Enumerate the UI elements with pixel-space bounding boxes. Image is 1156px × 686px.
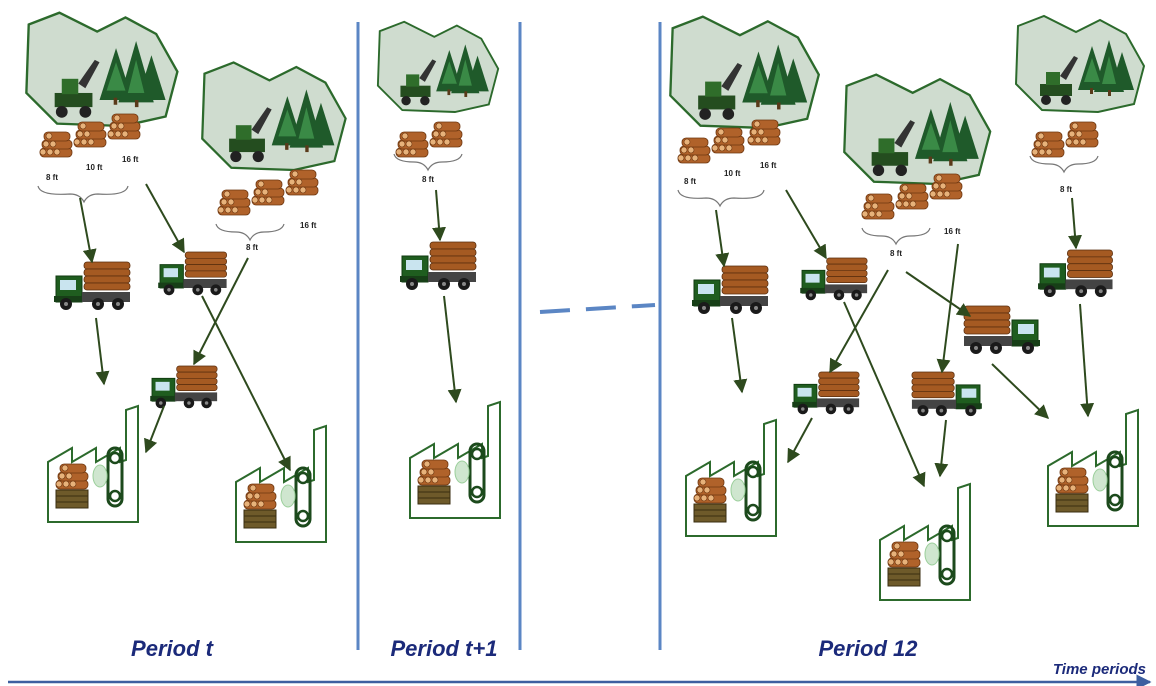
forest-harvest-icon bbox=[669, 15, 820, 130]
log-pile-icon bbox=[429, 121, 463, 148]
sawmill-icon bbox=[686, 420, 776, 536]
log-pile-icon bbox=[747, 119, 781, 146]
length-label: 8 ft bbox=[46, 173, 58, 182]
log-pile-icon bbox=[39, 131, 73, 158]
forest-harvest-icon bbox=[201, 61, 347, 172]
sawmill-icon bbox=[880, 484, 970, 600]
log-pile-icon bbox=[711, 127, 745, 154]
time-axis-label: Time periods bbox=[1053, 661, 1146, 678]
sawmill-icon bbox=[1048, 410, 1138, 526]
log-pile-icon bbox=[929, 173, 963, 200]
forest-harvest-icon bbox=[843, 73, 992, 186]
log-pile-icon bbox=[677, 137, 711, 164]
ellipsis-dash bbox=[539, 303, 656, 314]
length-label: 16 ft bbox=[944, 227, 961, 236]
log-pile-icon bbox=[107, 113, 141, 140]
forest-harvest-icon bbox=[25, 11, 179, 128]
forest-harvest-icon bbox=[1015, 15, 1145, 113]
grouping-brace bbox=[37, 185, 129, 204]
log-pile-icon bbox=[217, 189, 251, 216]
logging-truck-icon bbox=[399, 241, 477, 291]
grouping-brace bbox=[861, 227, 931, 246]
grouping-brace bbox=[677, 189, 765, 208]
length-label: 8 ft bbox=[890, 249, 902, 258]
grouping-brace bbox=[1029, 155, 1099, 174]
logging-truck-icon bbox=[691, 265, 769, 315]
logging-truck-icon bbox=[791, 371, 860, 415]
logging-truck-icon bbox=[149, 365, 218, 409]
length-label: 10 ft bbox=[86, 163, 103, 172]
logging-truck-icon bbox=[963, 305, 1041, 355]
length-label: 8 ft bbox=[246, 243, 258, 252]
length-label: 8 ft bbox=[684, 177, 696, 186]
forest-harvest-icon bbox=[376, 20, 500, 113]
grouping-brace bbox=[215, 223, 285, 242]
logging-truck-icon bbox=[911, 371, 983, 417]
length-label: 16 ft bbox=[300, 221, 317, 230]
length-label: 16 ft bbox=[122, 155, 139, 164]
length-label: 10 ft bbox=[724, 169, 741, 178]
sawmill-icon bbox=[410, 402, 500, 518]
logging-truck-icon bbox=[1037, 249, 1114, 298]
log-pile-icon bbox=[251, 179, 285, 206]
grouping-brace bbox=[393, 153, 463, 172]
log-pile-icon bbox=[395, 131, 429, 158]
period-label: Period 12 bbox=[818, 636, 918, 661]
log-pile-icon bbox=[1031, 131, 1065, 158]
sawmill-icon bbox=[236, 426, 326, 542]
sawmill-icon bbox=[48, 406, 138, 522]
length-label: 16 ft bbox=[760, 161, 777, 170]
length-label: 8 ft bbox=[1060, 185, 1072, 194]
length-label: 8 ft bbox=[422, 175, 434, 184]
log-pile-icon bbox=[285, 169, 319, 196]
logging-truck-icon bbox=[157, 251, 228, 296]
log-pile-icon bbox=[861, 193, 895, 220]
flow-arrows bbox=[79, 183, 291, 472]
log-pile-icon bbox=[1065, 121, 1099, 148]
flow-arrows bbox=[715, 189, 1095, 488]
period-label: Period t bbox=[131, 636, 215, 661]
period-label: Period t+1 bbox=[391, 636, 498, 661]
flow-arrows bbox=[432, 189, 462, 404]
log-pile-icon bbox=[73, 121, 107, 148]
logging-truck-icon bbox=[53, 261, 131, 311]
log-pile-icon bbox=[895, 183, 929, 210]
logging-truck-icon bbox=[799, 257, 868, 301]
